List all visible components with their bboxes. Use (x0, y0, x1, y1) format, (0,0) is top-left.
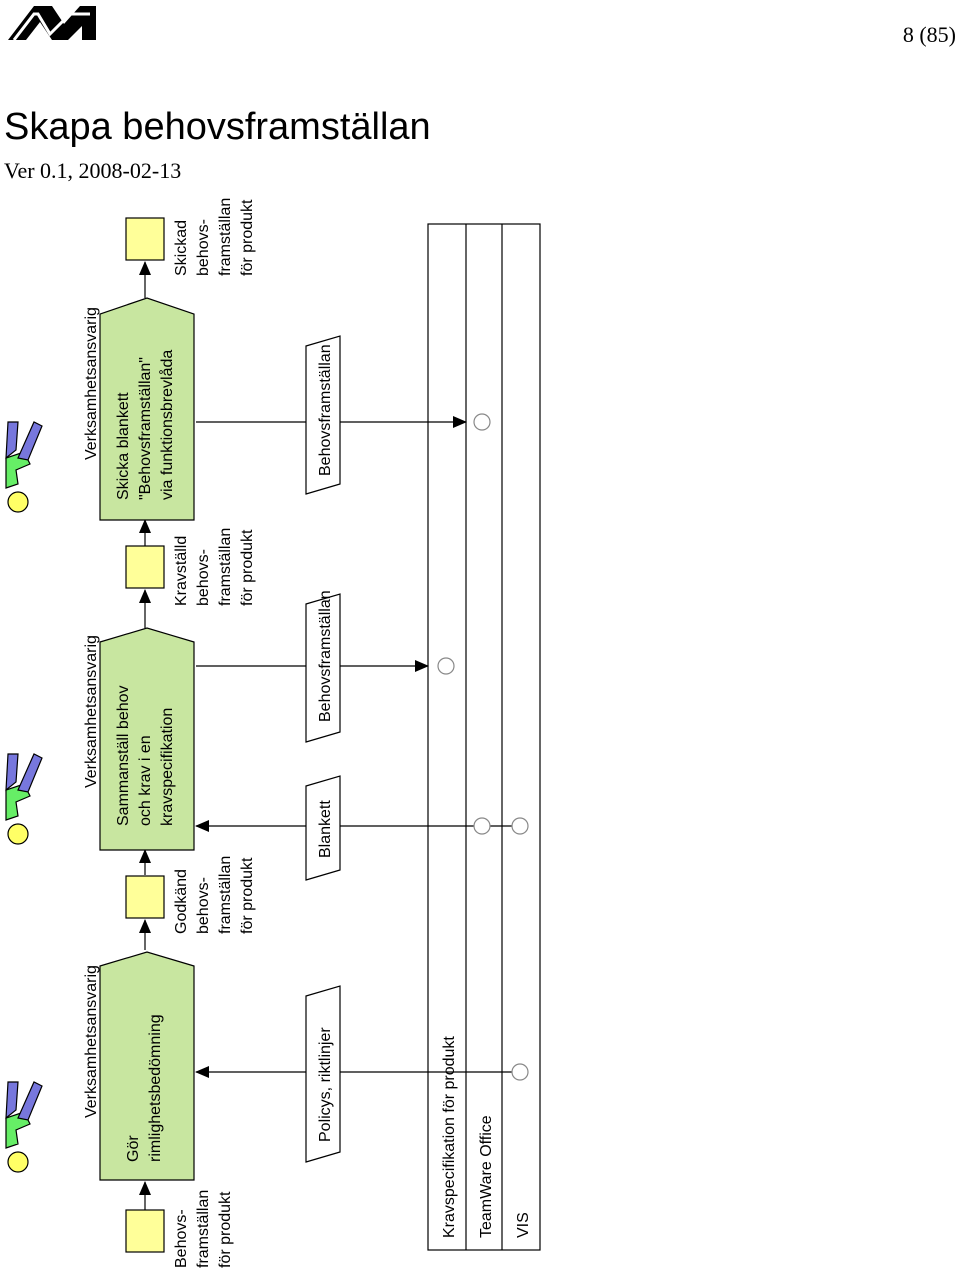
role-label: Verksamhetsansvarig (83, 965, 100, 1118)
information-box (305, 985, 341, 1163)
person-icon (5, 1081, 43, 1173)
person-icon (5, 753, 43, 845)
connector-circle (473, 817, 491, 835)
person-icon (5, 421, 43, 513)
state-box (125, 875, 165, 919)
role-label: Verksamhetsansvarig (83, 307, 100, 460)
information-box (305, 775, 341, 881)
systems-table (427, 223, 541, 1251)
company-logo (8, 6, 96, 41)
activity-label: Skicka blankett "Behovsframställan" via … (115, 350, 176, 500)
activity-label: Gör rimlighetsbedömning (125, 1014, 164, 1162)
system-label: VIS (515, 1212, 532, 1238)
state-label: Behovs- framställan för produkt (173, 1185, 234, 1268)
state-label: Kravställd behovs- framställan för produ… (173, 523, 256, 606)
page-number: 8 (85) (902, 22, 956, 47)
page-title: Skapa behovsframställan (4, 106, 431, 148)
information-label: Behovsframställan (317, 590, 334, 722)
state-label: Skickad behovs- framställan för produkt (173, 193, 256, 276)
state-box (125, 545, 165, 589)
connector-circle (511, 1063, 529, 1081)
state-label: Godkänd behovs- framställan för produkt (173, 851, 256, 934)
information-box (305, 593, 341, 743)
state-box (125, 1209, 165, 1253)
role-label: Verksamhetsansvarig (83, 635, 100, 788)
connector-circle (437, 657, 455, 675)
information-label: Blankett (317, 800, 334, 858)
information-label: Behovsframställan (317, 344, 334, 476)
activity-box (99, 951, 195, 1181)
activity-box (99, 297, 195, 521)
activity-label: Sammanställ behov och krav i en kravspec… (115, 681, 176, 826)
information-box (305, 335, 341, 495)
state-box (125, 217, 165, 261)
system-label: TeamWare Office (478, 1115, 495, 1238)
page-version: Ver 0.1, 2008-02-13 (4, 158, 182, 183)
connector-circle (473, 413, 491, 431)
connector-circle (511, 817, 529, 835)
information-label: Policys, riktlinjer (317, 1027, 334, 1142)
system-label: Kravspecifikation för produkt (441, 1036, 458, 1238)
activity-box (99, 627, 195, 851)
